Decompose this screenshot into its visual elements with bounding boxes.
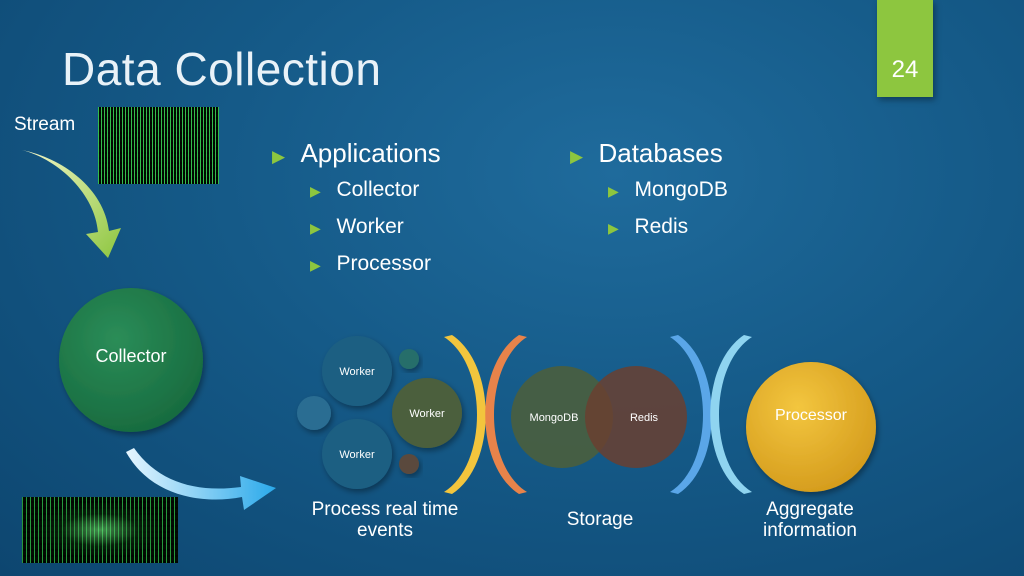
worker-node-bottom [322,419,392,489]
matrix-code-image-bottom [22,497,178,563]
list-item-label: Processor [336,252,431,275]
list-item: ▶ MongoDB [570,174,728,211]
page-number: 24 [891,56,919,83]
worker-node-label: Worker [409,408,445,420]
databases-heading: Databases [598,138,723,168]
list-item: ▶ Processor [272,248,441,285]
worker-node-label: Worker [339,449,375,461]
worker-node-top [322,336,392,406]
collector-node-label: Collector [95,346,166,366]
worker-small-node [399,454,419,474]
processor-node [746,362,876,492]
storage-left-bracket-shape [485,335,527,494]
stream-arrow-icon [22,150,121,258]
slide-title: Data Collection [62,43,382,95]
bullet-arrow-icon: ▶ [310,183,321,199]
worker-node-right [392,378,462,448]
page-number-tab [877,0,933,97]
databases-list: ▶ Databases ▶ MongoDB ▶ Redis [570,138,728,248]
collector-node [59,288,203,432]
aggregate-bracket-shape [710,335,752,494]
bullet-arrow-icon: ▶ [310,220,321,236]
mongodb-node-label: MongoDB [530,412,579,424]
bullet-arrow-icon: ▶ [570,147,584,166]
stream-label: Stream [14,114,76,135]
collector-to-workers-arrow-icon [126,448,276,510]
applications-heading: Applications [300,138,441,168]
list-item: ▶ Worker [272,211,441,248]
redis-node-label: Redis [630,412,659,424]
worker-small-node [297,396,331,430]
aggregate-caption: Aggregate information [763,499,857,541]
storage-caption: Storage [566,509,634,530]
bullet-arrow-icon: ▶ [608,220,619,236]
list-item-label: Redis [634,215,689,238]
worker-small-node [399,349,419,369]
process-bracket-shape [444,335,486,494]
matrix-code-image-top [98,107,219,184]
bullet-arrow-icon: ▶ [608,183,619,199]
databases-bullet: ▶ Databases [570,138,728,174]
list-item-label: Collector [336,178,420,201]
bullet-arrow-icon: ▶ [310,257,321,273]
applications-list: ▶ Applications ▶ Collector ▶ Worker ▶ Pr… [272,138,441,285]
worker-node-label: Worker [339,366,375,378]
bullet-arrow-icon: ▶ [272,147,286,166]
mongodb-node [511,366,613,468]
list-item: ▶ Collector [272,174,441,211]
storage-right-bracket-shape [670,335,712,494]
redis-node [585,366,687,468]
list-item-label: Worker [336,215,404,238]
applications-bullet: ▶ Applications [272,138,441,174]
process-caption: Process real time events [311,499,459,541]
processor-node-label: Processor [775,407,848,424]
list-item: ▶ Redis [570,211,728,248]
list-item-label: MongoDB [634,178,728,201]
